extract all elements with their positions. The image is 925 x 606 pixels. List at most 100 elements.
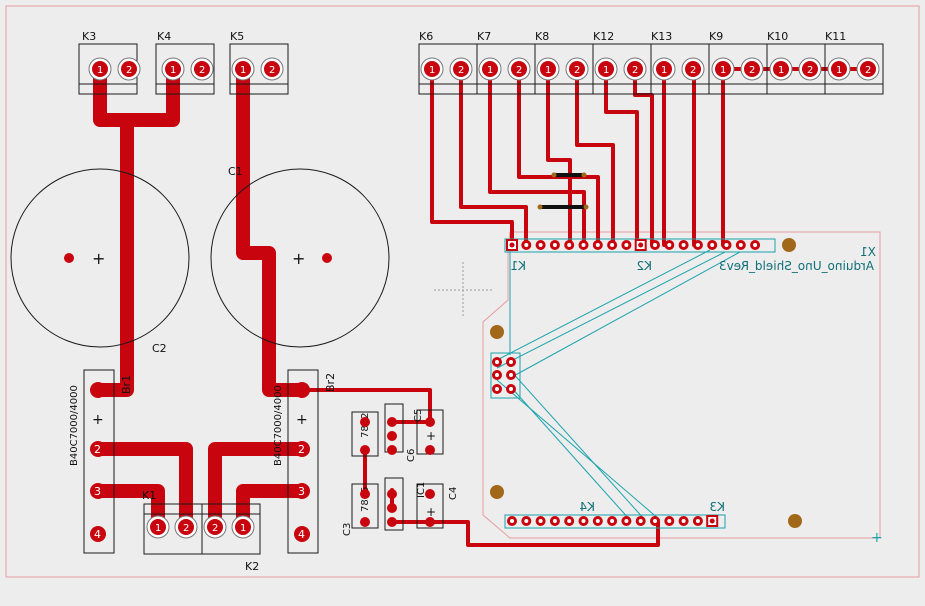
pad[interactable]	[267, 256, 271, 260]
terminal-strip-right[interactable]	[418, 43, 884, 95]
pad-terminal[interactable]: 1	[231, 57, 255, 81]
pad[interactable]: 4	[294, 526, 310, 542]
header-pad[interactable]	[650, 240, 660, 250]
pad[interactable]	[90, 382, 106, 398]
header-pad[interactable]	[692, 516, 703, 526]
pad-terminal[interactable]: 1	[88, 57, 112, 81]
pad-terminal[interactable]: 2	[856, 57, 880, 81]
header-pad[interactable]	[692, 240, 703, 250]
pad[interactable]	[387, 517, 397, 527]
header-pad[interactable]	[650, 516, 660, 526]
pad[interactable]	[294, 382, 310, 398]
header-pad[interactable]	[549, 516, 560, 526]
pad-terminal[interactable]: 1	[594, 57, 618, 81]
header-pad[interactable]	[506, 384, 516, 394]
pad[interactable]	[64, 253, 74, 263]
header-pad[interactable]	[706, 515, 719, 527]
capacitor-c2[interactable]: + +	[10, 168, 190, 348]
header-pad[interactable]	[507, 516, 517, 526]
pad[interactable]	[387, 489, 397, 499]
pad-terminal[interactable]: 1	[769, 57, 793, 81]
regulator-7805[interactable]	[351, 477, 404, 531]
pad-terminal[interactable]: 1	[536, 57, 560, 81]
pad-terminal[interactable]: 2	[117, 57, 141, 81]
pad-terminal[interactable]: 1	[652, 57, 676, 81]
terminal-k5[interactable]	[229, 43, 289, 95]
header-pad[interactable]	[492, 357, 502, 367]
pad[interactable]	[360, 417, 370, 427]
capacitor-c1[interactable]: + +	[210, 168, 390, 348]
header-pad[interactable]	[664, 240, 675, 250]
terminal-k4[interactable]	[155, 43, 215, 95]
pad[interactable]	[360, 489, 370, 499]
header-pad[interactable]	[592, 516, 603, 526]
pad-terminal[interactable]: 2	[507, 57, 531, 81]
pad-terminal[interactable]: 2	[260, 57, 284, 81]
header-pad[interactable]	[535, 240, 546, 250]
rectifier-br1[interactable]: +	[83, 369, 115, 554]
pad-terminal[interactable]: 2	[174, 515, 198, 539]
pad-terminal[interactable]: 2	[449, 57, 473, 81]
pad-terminal[interactable]: 1	[146, 515, 170, 539]
header-pad[interactable]	[607, 240, 618, 250]
pad[interactable]	[360, 445, 370, 455]
capacitor-c4[interactable]: +	[416, 483, 444, 529]
pad[interactable]	[425, 517, 435, 527]
header-pad[interactable]	[621, 516, 632, 526]
pad-terminal[interactable]: 2	[203, 515, 227, 539]
header-pad[interactable]	[492, 370, 502, 380]
header-pad[interactable]	[750, 240, 761, 250]
pad-terminal[interactable]: 1	[711, 57, 735, 81]
pad-terminal[interactable]: 1	[478, 57, 502, 81]
header-pad[interactable]	[564, 516, 575, 526]
pad[interactable]	[425, 445, 435, 455]
header-pad[interactable]	[521, 240, 532, 250]
pad[interactable]: 3	[90, 483, 106, 499]
header-pad[interactable]	[735, 240, 746, 250]
pad-terminal[interactable]: 2	[681, 57, 705, 81]
pad-terminal[interactable]: 2	[740, 57, 764, 81]
header-pad[interactable]	[549, 240, 560, 250]
pad-terminal[interactable]: 1	[161, 57, 185, 81]
header-pad[interactable]	[521, 516, 532, 526]
pad[interactable]	[387, 445, 397, 455]
header-pad[interactable]	[634, 239, 647, 251]
pad[interactable]	[360, 517, 370, 527]
header-pad[interactable]	[578, 240, 589, 250]
header-pad[interactable]	[635, 516, 646, 526]
header-pad[interactable]	[678, 516, 689, 526]
header-pad[interactable]	[535, 516, 546, 526]
pad-terminal[interactable]: 2	[623, 57, 647, 81]
rectifier-br2[interactable]: +	[287, 369, 319, 554]
header-pad[interactable]	[664, 516, 675, 526]
terminal-k1-k2[interactable]	[143, 503, 261, 555]
header-pad[interactable]	[564, 240, 575, 250]
pad[interactable]: 2	[294, 441, 310, 457]
header-pad[interactable]	[492, 384, 502, 394]
pad-terminal[interactable]: 1	[420, 57, 444, 81]
header-pad[interactable]	[578, 516, 589, 526]
pad-terminal[interactable]: 2	[190, 57, 214, 81]
pad-terminal[interactable]: 2	[565, 57, 589, 81]
header-pad[interactable]	[592, 240, 603, 250]
pad[interactable]: 3	[294, 483, 310, 499]
header-pad[interactable]	[506, 370, 516, 380]
pad[interactable]	[322, 253, 332, 263]
pad[interactable]	[125, 256, 129, 260]
pad[interactable]	[425, 417, 435, 427]
header-pad[interactable]	[506, 239, 518, 251]
header-pad[interactable]	[707, 240, 718, 250]
pad[interactable]: 4	[90, 526, 106, 542]
pad[interactable]	[425, 489, 435, 499]
header-pad[interactable]	[721, 240, 732, 250]
header-pad[interactable]	[607, 516, 618, 526]
header-pad[interactable]	[506, 357, 516, 367]
pad[interactable]: 2	[90, 441, 106, 457]
pad[interactable]	[387, 503, 397, 513]
header-pad[interactable]	[621, 240, 632, 250]
pad-terminal[interactable]: 2	[798, 57, 822, 81]
pad[interactable]	[387, 431, 397, 441]
pad[interactable]	[387, 417, 397, 427]
pad-terminal[interactable]: 1	[231, 515, 255, 539]
